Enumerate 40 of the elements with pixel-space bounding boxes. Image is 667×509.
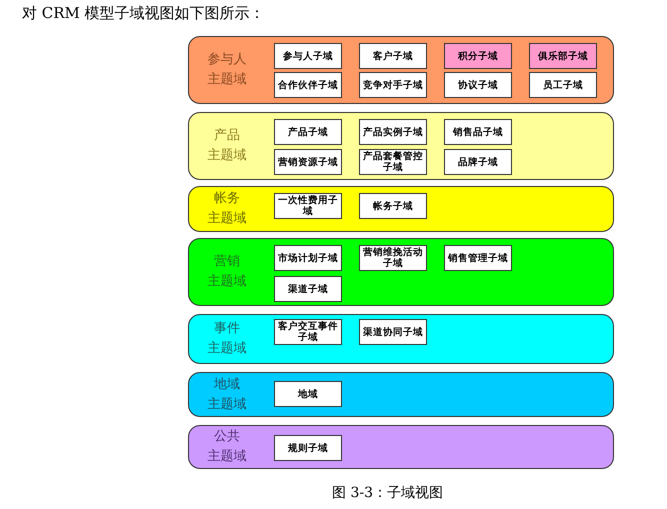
subdomain-box: 一次性费用子域 <box>274 193 342 219</box>
subdomain-box: 产品套餐管控子域 <box>359 149 427 175</box>
intro-text: 对 CRM 模型子域视图如下图所示： <box>22 4 265 23</box>
subdomain-box: 销售品子域 <box>444 119 512 145</box>
subdomain-box: 竞争对手子域 <box>359 72 427 98</box>
subdomain-box: 帐务子域 <box>359 193 427 219</box>
domain-title: 产品主题域 <box>206 127 248 165</box>
domain-title: 参与人主题域 <box>206 51 248 89</box>
subdomain-box: 协议子域 <box>444 72 512 98</box>
domain-band <box>188 425 614 469</box>
domain-band <box>188 372 614 417</box>
subdomain-box: 产品实例子域 <box>359 119 427 145</box>
domain-band <box>188 36 614 104</box>
subdomain-box: 员工子域 <box>529 72 597 98</box>
subdomain-box: 参与人子域 <box>274 43 342 69</box>
domain-band <box>188 238 614 306</box>
domain-title: 公共主题域 <box>206 428 248 466</box>
subdomain-box: 产品子域 <box>274 119 342 145</box>
subdomain-box: 品牌子域 <box>444 149 512 175</box>
subdomain-box: 合作伙伴子域 <box>274 72 342 98</box>
subdomain-box: 营销资源子域 <box>274 149 342 175</box>
domain-title: 地域主题域 <box>206 376 248 414</box>
subdomain-box: 渠道子域 <box>274 276 342 302</box>
subdomain-box: 市场计划子域 <box>274 245 342 271</box>
domain-band <box>188 186 614 232</box>
subdomain-box: 积分子域 <box>444 43 512 69</box>
domain-title: 营销主题域 <box>206 253 248 291</box>
domain-title: 事件主题域 <box>206 320 248 358</box>
figure-caption: 图 3-3：子域视图 <box>332 484 443 502</box>
domain-band <box>188 112 614 180</box>
subdomain-box: 地域 <box>274 381 342 407</box>
subdomain-box: 规则子域 <box>274 435 342 461</box>
subdomain-box: 客户交互事件子域 <box>274 319 342 345</box>
subdomain-box: 客户子域 <box>359 43 427 69</box>
domain-band <box>188 314 614 364</box>
subdomain-box: 销售管理子域 <box>444 245 512 271</box>
domain-title: 帐务主题域 <box>206 190 248 228</box>
subdomain-box: 俱乐部子域 <box>529 43 597 69</box>
subdomain-box: 营销维挽活动子域 <box>359 245 427 271</box>
subdomain-box: 渠道协同子域 <box>359 319 427 345</box>
